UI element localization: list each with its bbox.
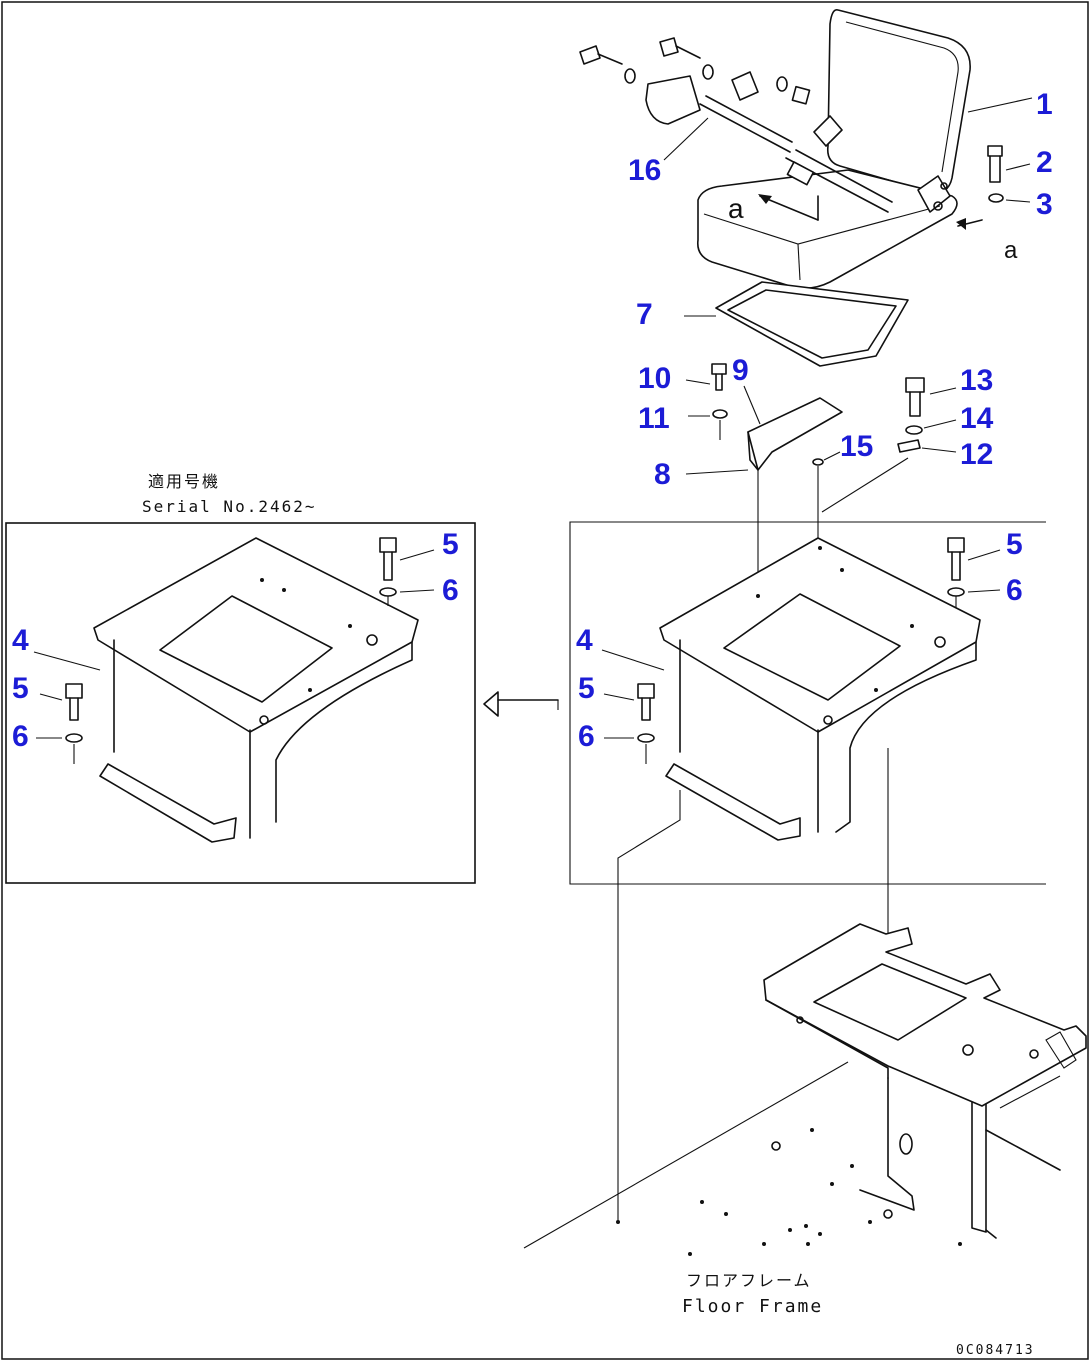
callout-inset-4: 4: [12, 624, 29, 657]
view-letter-a: a: [728, 193, 744, 224]
callout-13: 13: [960, 364, 993, 397]
callout-main-6-left: 6: [578, 720, 595, 753]
callout-inset-5-left: 5: [12, 672, 29, 705]
callout-12: 12: [960, 438, 993, 471]
floor-frame-jp: フロアフレーム: [686, 1271, 812, 1290]
callout-10: 10: [638, 362, 671, 395]
callout-7: 7: [636, 298, 653, 331]
notes: 適用号機 Serial No.2462~ a a フロアフレーム Floor F…: [142, 193, 1035, 1358]
callout-main-5-left: 5: [578, 672, 595, 705]
callout-inset-6-top: 6: [442, 574, 459, 607]
callout-8: 8: [654, 458, 671, 491]
callout-2: 2: [1036, 146, 1053, 179]
callout-inset-6-left: 6: [12, 720, 29, 753]
callouts: 1 2 3 16 7 10 9 11 8 13 14 15 12 5 6 4 5…: [12, 88, 1053, 753]
reference-arrow: [483, 691, 559, 717]
callout-1: 1: [1036, 88, 1053, 121]
callout-inset-5-top: 5: [442, 528, 459, 561]
seat-gasket: [684, 281, 909, 367]
callout-3: 3: [1036, 188, 1053, 221]
view-letter-a-right: a: [1004, 237, 1018, 264]
callout-main-5-top: 5: [1006, 528, 1023, 561]
callout-11: 11: [638, 402, 670, 435]
main-console: [569, 521, 1046, 1220]
callout-15: 15: [840, 430, 873, 463]
applicable-serial-jp: 適用号機: [148, 472, 220, 491]
applicable-serial: Serial No.2462~: [142, 497, 317, 516]
callout-main-6-top: 6: [1006, 574, 1023, 607]
floor-frame: [523, 923, 1087, 1256]
callout-16: 16: [628, 154, 661, 187]
bracket-fasteners: [685, 363, 957, 596]
drawing-code: 0C084713: [956, 1343, 1035, 1358]
callout-14: 14: [960, 402, 994, 435]
callout-main-4: 4: [576, 624, 593, 657]
inset-alternate-console: [5, 522, 476, 884]
callout-9: 9: [732, 354, 749, 387]
floor-frame-label: Floor Frame: [682, 1296, 823, 1317]
seat-assembly: [579, 8, 1033, 290]
